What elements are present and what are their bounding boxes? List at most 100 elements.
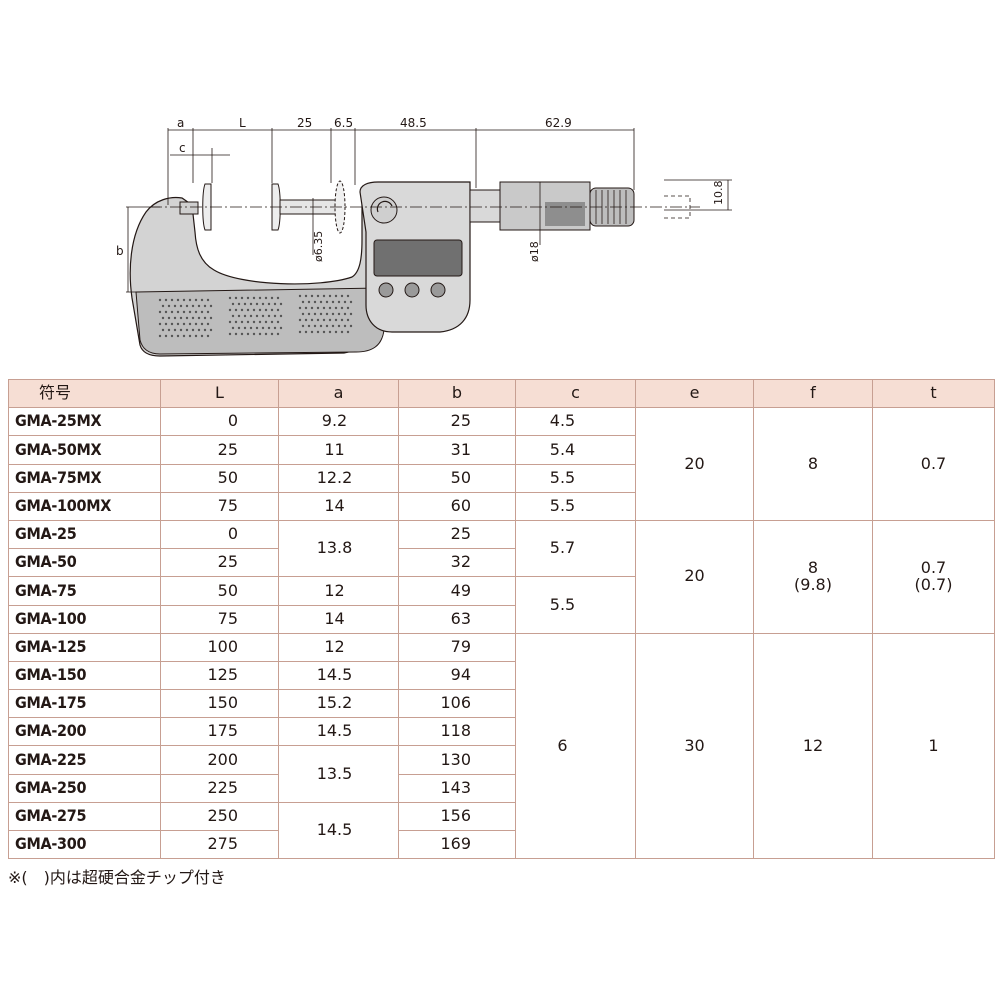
grip-dot (316, 294, 320, 298)
grip-dot (252, 296, 256, 300)
grip-dot (301, 312, 305, 316)
header-b: b (398, 378, 516, 409)
grip-dot (255, 302, 259, 306)
table-row: GMA-250 225 143 (8, 773, 995, 803)
grip-dot (191, 304, 195, 308)
grip-dot (188, 322, 192, 326)
grip-dot (328, 330, 332, 334)
grip-dot (328, 306, 332, 310)
c-cell: 6 (515, 632, 636, 860)
grip-dot (316, 306, 320, 310)
a-cell: 11 (278, 435, 399, 465)
grip-dot (246, 296, 250, 300)
b-cell: 49 (398, 576, 516, 606)
header-a: a (278, 378, 399, 409)
L-cell: 75 (160, 604, 279, 634)
grip-dot (304, 306, 308, 310)
grip-dot (322, 294, 326, 298)
grip-dot (337, 312, 341, 316)
grip-dot (261, 302, 265, 306)
grip-dot (340, 318, 344, 322)
t-cell: 0.7 (0.7) (872, 519, 995, 634)
b-cell: 169 (398, 829, 516, 860)
grip-dot (273, 314, 277, 318)
L-cell: 125 (160, 660, 279, 691)
grip-dot (170, 298, 174, 302)
grip-dot (334, 330, 338, 334)
grip-dot (249, 326, 253, 330)
grip-dot (167, 328, 171, 332)
a-cell: 13.5 (278, 745, 399, 803)
grip-dot (231, 326, 235, 330)
a-cell: 14.5 (278, 660, 399, 691)
grip-dot (331, 324, 335, 328)
grip-dot (240, 332, 244, 336)
button-mode[interactable] (430, 282, 446, 298)
table-row: GMA-75 50 12 49 5.5 (8, 576, 995, 634)
thimble-knurl (545, 202, 585, 226)
grip-dot (194, 298, 198, 302)
grip-dot (203, 304, 207, 308)
b-cell: 50 (398, 463, 516, 493)
grip-dot (276, 332, 280, 336)
grip-dot (243, 302, 247, 306)
grip-dot (209, 328, 213, 332)
grip-dot (209, 304, 213, 308)
grip-dot (322, 306, 326, 310)
table-row: GMA-100 75 14 63 (8, 604, 995, 634)
grip-dot (276, 320, 280, 324)
grip-dot (185, 328, 189, 332)
grip-dot (209, 316, 213, 320)
grip-dot (243, 314, 247, 318)
L-cell: 225 (160, 773, 279, 803)
e-cell: 20 (635, 407, 754, 521)
grip-dot (228, 320, 232, 324)
grip-dot (346, 330, 350, 334)
grip-dot (182, 322, 186, 326)
grip-dot (161, 316, 165, 320)
grip-dot (301, 300, 305, 304)
grip-dot (170, 334, 174, 338)
grip-dot (298, 330, 302, 334)
L-cell: 250 (160, 801, 279, 832)
model-cell: GMA-75 (8, 576, 161, 606)
grip-dot (298, 318, 302, 322)
a-cell: 9.2 (278, 407, 399, 437)
grip-dot (349, 300, 353, 304)
grip-dots (158, 294, 353, 338)
grip-dot (340, 330, 344, 334)
L-cell: 175 (160, 717, 279, 747)
c-cell: 5.7 (515, 519, 636, 578)
grip-dot (173, 316, 177, 320)
grip-dot (206, 298, 210, 302)
grip-dot (249, 302, 253, 306)
dim-62-9: 62.9 (545, 116, 572, 130)
grip-dot (188, 298, 192, 302)
dim-a: a (177, 116, 184, 130)
button-origin[interactable] (378, 282, 394, 298)
grip-dot (158, 298, 162, 302)
a-cell: 14.5 (278, 717, 399, 747)
b-cell: 130 (398, 745, 516, 775)
f-cell: 8 (753, 407, 873, 521)
grip-dot (176, 298, 180, 302)
grip-dot (319, 324, 323, 328)
header-L: L (160, 378, 279, 409)
grip-dot (237, 314, 241, 318)
grip-dot (164, 310, 168, 314)
L-cell: 150 (160, 689, 279, 719)
b-cell: 63 (398, 604, 516, 634)
grip-dot (267, 314, 271, 318)
grip-dot (203, 328, 207, 332)
micrometer-drawing: a c L 25 6.5 48.5 62.9 b ø6.35 ø18 10.8 (116, 116, 732, 357)
grip-dot (313, 324, 317, 328)
grip-dot (322, 330, 326, 334)
grip-dot (200, 310, 204, 314)
grip-dot (161, 328, 165, 332)
L-cell: 275 (160, 829, 279, 860)
grip-dot (200, 298, 204, 302)
grip-dot (340, 306, 344, 310)
button-hold[interactable] (404, 282, 420, 298)
grip-dot (228, 296, 232, 300)
table-row: GMA-175 150 15.2 106 (8, 689, 995, 719)
